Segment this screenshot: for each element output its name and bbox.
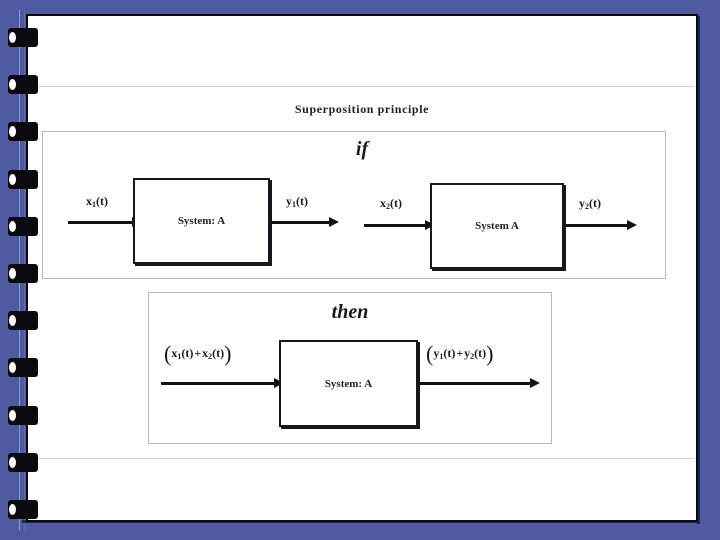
then-keyword-label: then	[331, 301, 369, 323]
sum-in-plus: +	[194, 346, 202, 360]
binder-ring	[8, 216, 38, 236]
open-paren-in: (	[164, 340, 172, 366]
input-arrow-1	[68, 217, 142, 227]
binder-ring	[8, 500, 38, 519]
signal-x1-arg: (t)	[96, 194, 108, 208]
signal-x2-sub: 2	[386, 202, 390, 212]
output-arrow-1	[270, 217, 339, 227]
signal-y1-arg: (t)	[296, 194, 308, 208]
sum-in-x1-arg: (t)	[181, 346, 194, 360]
footer-rule	[34, 458, 694, 459]
signal-x2-label: x2(t)	[380, 196, 402, 211]
then-group-box	[148, 292, 552, 444]
system-block-2[interactable]: System A	[430, 183, 564, 269]
signal-y2-base: y	[579, 196, 585, 210]
input-arrow-2	[364, 220, 435, 230]
signal-y2-sub: 2	[585, 202, 589, 212]
sum-in-x2-sub: 2	[208, 352, 213, 362]
signal-y1-label: y1(t)	[286, 194, 308, 209]
sum-in-x1-sub: 1	[177, 352, 182, 362]
input-arrow-3	[161, 378, 284, 388]
page-title: Superposition principle	[294, 102, 430, 116]
signal-x2-arg: (t)	[390, 196, 402, 210]
binder-ring	[8, 169, 38, 189]
binder-ring	[8, 75, 38, 95]
signal-y1-base: y	[286, 194, 292, 208]
system-block-1-label: System: A	[177, 215, 226, 227]
binder-ring	[8, 122, 38, 142]
binder-ring	[8, 311, 38, 331]
system-block-2-label: System A	[475, 220, 519, 232]
signal-y2-arg: (t)	[589, 196, 601, 210]
if-keyword-label: if	[355, 138, 369, 160]
system-block-3-label: System: A	[324, 377, 373, 390]
signal-sum-output-label: (y1(t)+y2(t))	[426, 342, 494, 364]
page-shadow-right	[697, 16, 700, 524]
signal-x2-base: x	[380, 196, 386, 210]
slide-sheet: Superposition principle if x1(t) System:…	[28, 16, 696, 520]
signal-x1-sub: 1	[92, 200, 96, 210]
signal-y1-sub: 1	[292, 200, 296, 210]
sum-out-y2-sub: 2	[470, 352, 475, 362]
close-paren-in: )	[224, 340, 232, 366]
sum-out-y2-arg: (t)	[474, 346, 487, 360]
sum-out-y1-base: y	[433, 346, 440, 360]
open-paren-out: (	[426, 340, 434, 366]
system-block-1[interactable]: System: A	[133, 178, 270, 264]
signal-y2-label: y2(t)	[579, 196, 601, 211]
sum-out-y2-base: y	[464, 346, 471, 360]
binder-ring	[8, 358, 38, 378]
sum-in-x2-base: x	[202, 346, 209, 360]
close-paren-out: )	[486, 340, 494, 366]
signal-x1-label: x1(t)	[86, 194, 108, 209]
signal-x1-base: x	[86, 194, 92, 208]
sum-in-x2-arg: (t)	[212, 346, 225, 360]
signal-sum-input-label: (x1(t)+x2(t))	[164, 342, 232, 364]
sum-in-x1-base: x	[171, 346, 178, 360]
sum-out-plus: +	[456, 346, 464, 360]
sum-out-y1-sub: 1	[439, 352, 444, 362]
binder-ring	[8, 264, 38, 283]
if-group-box	[42, 131, 666, 279]
binder-ring	[8, 452, 38, 472]
binder-ring	[8, 405, 38, 425]
output-arrow-2	[564, 220, 637, 230]
header-rule	[34, 86, 694, 87]
binder-ring	[8, 28, 38, 47]
output-arrow-3	[418, 378, 540, 388]
system-block-3[interactable]: System: A	[279, 340, 418, 427]
sum-out-y1-arg: (t)	[443, 346, 456, 360]
